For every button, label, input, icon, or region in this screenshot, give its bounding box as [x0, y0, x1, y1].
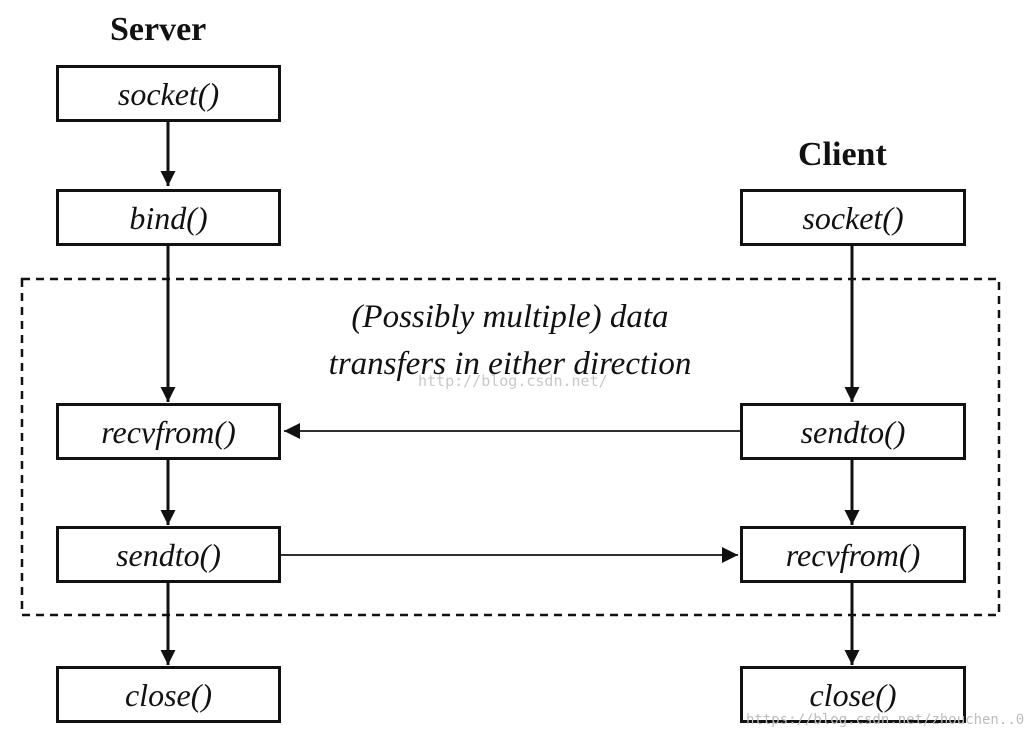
- client-socket-label: socket(): [802, 199, 904, 236]
- client-close-node: close(): [740, 666, 966, 723]
- server-bind-node: bind(): [56, 189, 281, 246]
- server-sendto-node: sendto(): [56, 526, 281, 583]
- client-sendto-label: sendto(): [800, 413, 906, 450]
- client-heading: Client: [798, 136, 887, 173]
- server-sendto-label: sendto(): [116, 536, 221, 573]
- server-heading: Server: [110, 11, 207, 48]
- watermark-corner: https://blog.csdn.net/zhouchen..05_13: [746, 712, 1024, 728]
- data-transfer-region: [20, 277, 1001, 617]
- server-socket-label: socket(): [117, 75, 220, 112]
- server-close-label: close(): [124, 676, 213, 713]
- client-socket-node: socket(): [740, 189, 966, 246]
- client-recvfrom-node: recvfrom(): [740, 526, 966, 583]
- server-close-node: close(): [56, 666, 281, 723]
- region-label-line2: transfers in either direction: [328, 346, 692, 382]
- client-close-label: close(): [809, 676, 897, 713]
- client-recvfrom-label: recvfrom(): [785, 536, 921, 573]
- watermark-center: http://blog.csdn.net/: [418, 372, 608, 390]
- region-label-line1: (Possibly multiple) data: [351, 299, 669, 335]
- server-recvfrom-node: recvfrom(): [56, 403, 281, 460]
- client-sendto-node: sendto(): [740, 403, 966, 460]
- server-socket-node: socket(): [56, 65, 281, 122]
- server-recvfrom-label: recvfrom(): [101, 413, 236, 450]
- server-bind-label: bind(): [129, 199, 208, 236]
